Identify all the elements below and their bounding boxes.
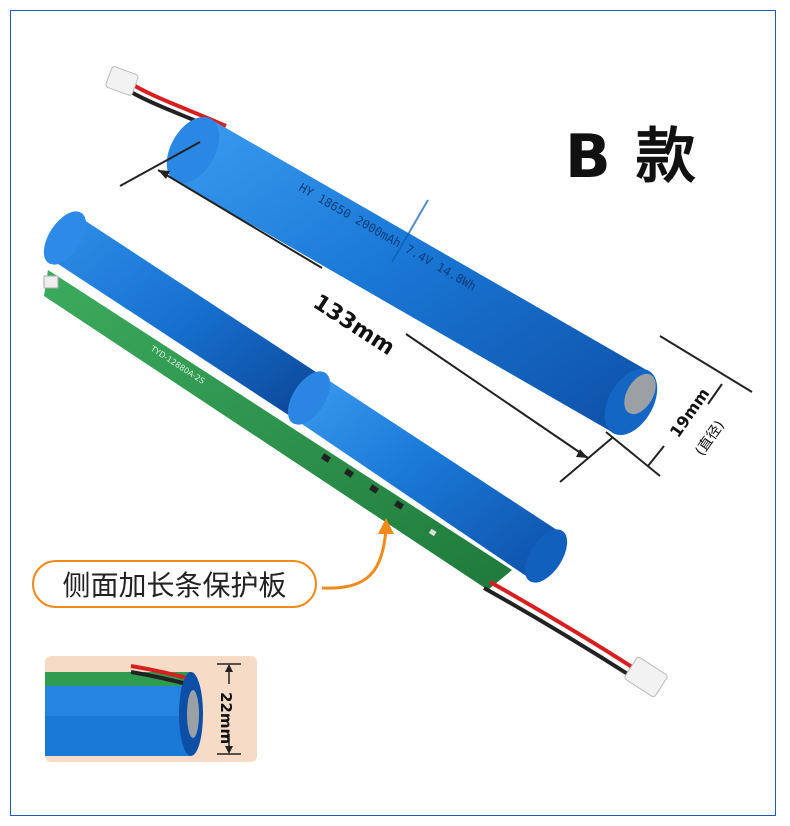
callout-arrow-line (321, 529, 388, 590)
inset-illustration (45, 663, 241, 756)
protection-board (44, 270, 512, 590)
detail-inset: 22mm (45, 656, 257, 762)
model-title: B 款 (565, 122, 698, 192)
dimension-diameter (605, 335, 753, 477)
connector-bottom (624, 656, 668, 698)
callout-label: 侧面加长条保护板 (32, 560, 317, 608)
height-label: 22mm (217, 692, 235, 745)
callout-arrow-head (378, 518, 394, 534)
connector-side (43, 275, 59, 289)
connector-top (105, 66, 139, 96)
dimension-length (119, 141, 613, 483)
